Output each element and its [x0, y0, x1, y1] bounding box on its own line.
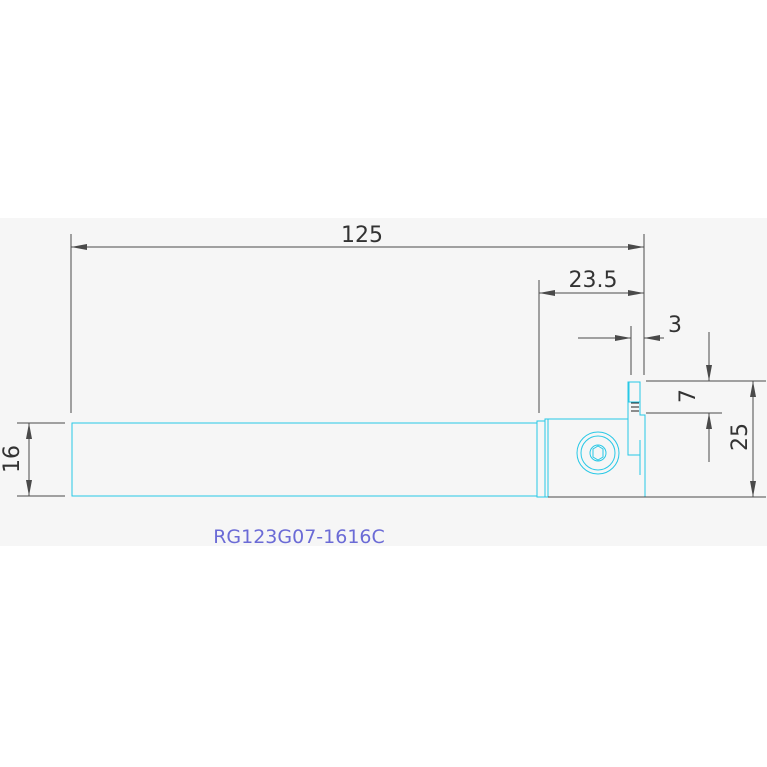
- dim-overall-length: 125: [70, 223, 645, 413]
- dim-cut-depth: 7: [646, 332, 722, 462]
- dim-head-length: 23.5: [538, 268, 644, 413]
- dim-125-label: 125: [341, 223, 383, 248]
- shank-head-junction: [536, 420, 546, 498]
- shank: [71, 422, 538, 497]
- dim-25-label: 25: [728, 423, 753, 451]
- dim-total-height: 25: [548, 380, 766, 498]
- dim-23-5-label: 23.5: [569, 268, 618, 293]
- screw-socket-icon: [592, 445, 604, 461]
- dim-3-label: 3: [668, 313, 682, 338]
- holder-head: [544, 381, 646, 498]
- dim-16-label: 16: [0, 445, 25, 473]
- part-number-label: RG123G07-1616C: [213, 526, 385, 548]
- dim-shank-height: 16: [0, 422, 65, 497]
- dim-7-label: 7: [676, 389, 701, 403]
- clamp-screw-mid: [580, 435, 616, 471]
- clamp-slot: [627, 419, 640, 456]
- clamp-screw-outer: [576, 431, 620, 475]
- tool-holder: [71, 381, 646, 498]
- grooving-insert: [628, 381, 641, 403]
- clamp-screw-head: [589, 444, 607, 462]
- dim-insert-width: 3: [578, 313, 682, 375]
